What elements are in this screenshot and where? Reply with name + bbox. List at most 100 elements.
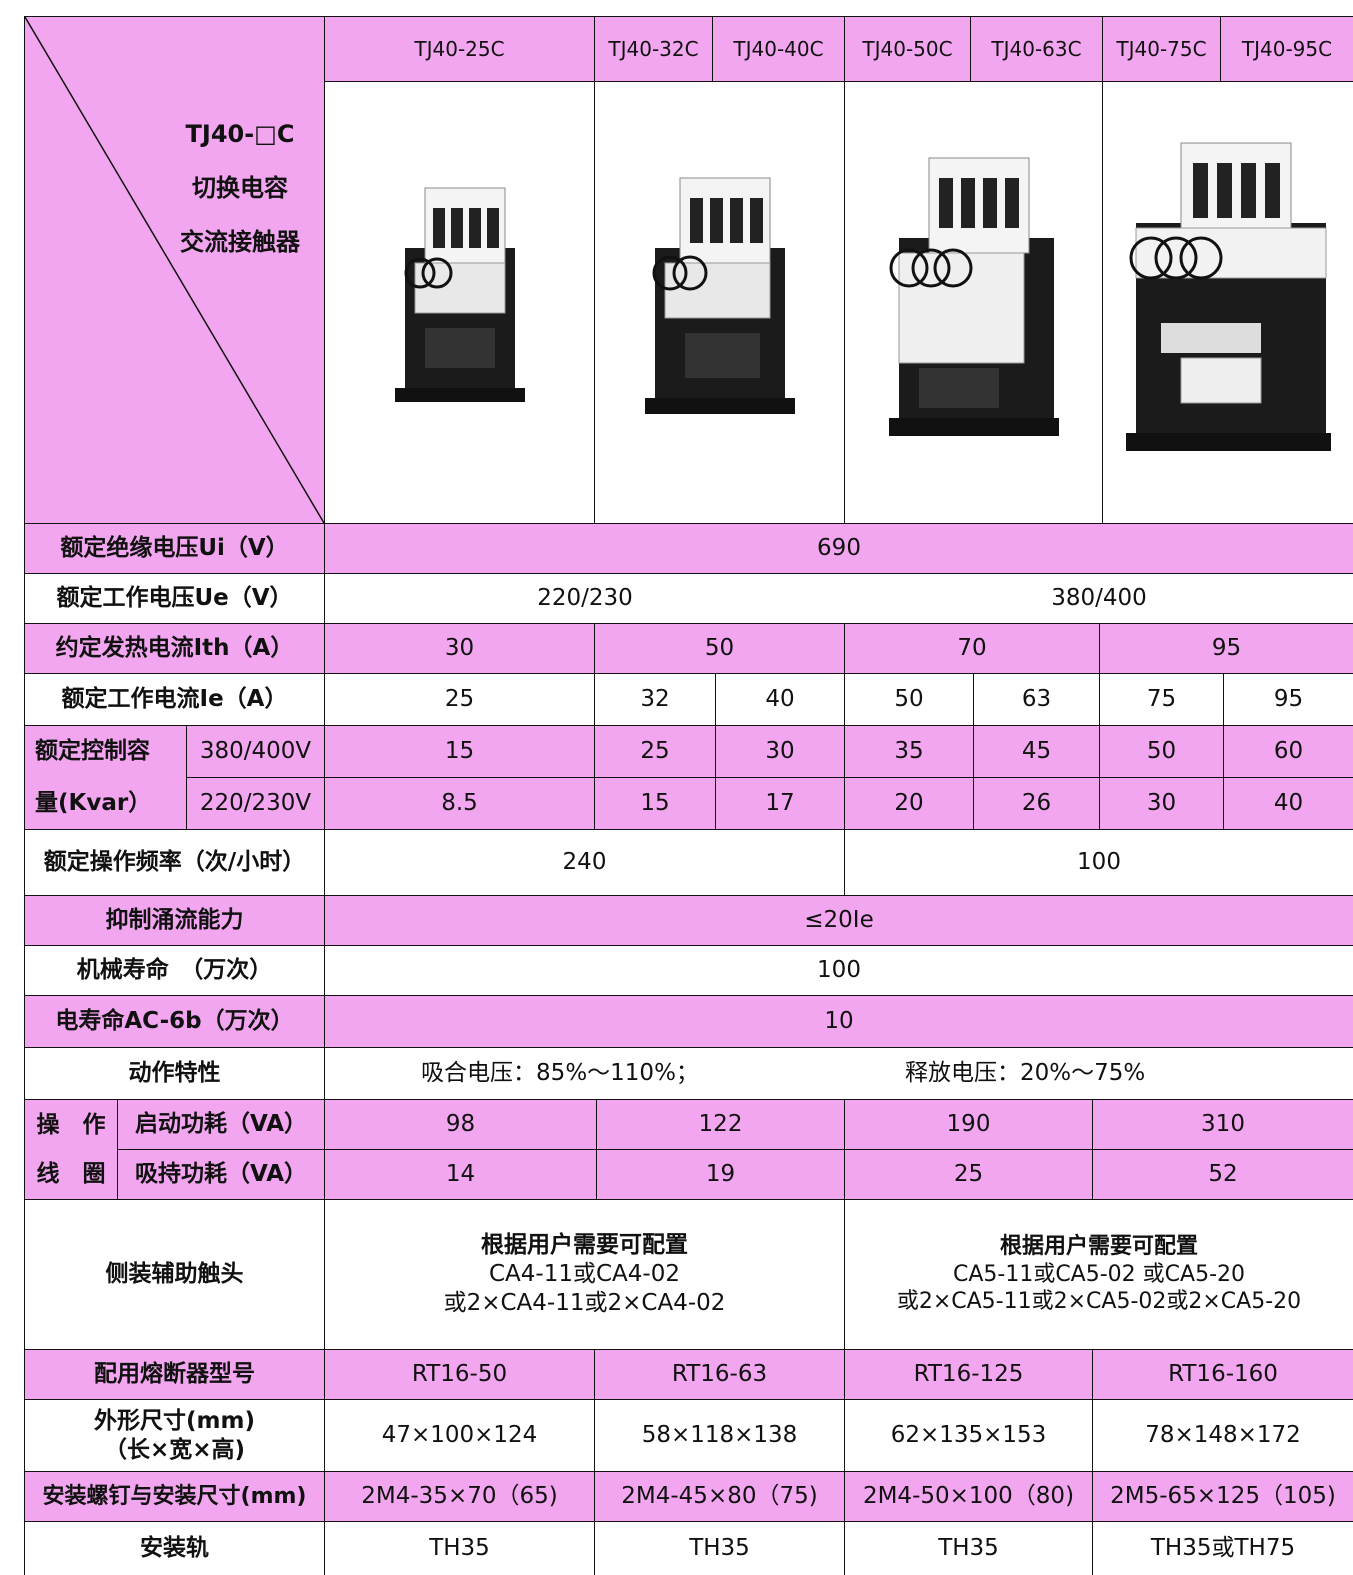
value-hold-power-2: 19	[597, 1150, 845, 1200]
value-electrical-life: 10	[325, 996, 1353, 1048]
corner-diagonal-line	[25, 17, 325, 524]
value-kvar-380-6: 50	[1100, 726, 1224, 778]
value-start-power-2: 122	[597, 1100, 845, 1150]
value-thermal-current-2: 50	[595, 624, 845, 674]
value-kvar-380-2: 25	[595, 726, 716, 778]
label-aux-contacts: 侧装辅助触头	[24, 1200, 325, 1350]
value-operating-current-2: 32	[595, 674, 716, 726]
label-operating-voltage: 额定工作电压Ue（V）	[24, 574, 325, 624]
label-kvar-380: 380/400V	[187, 726, 325, 778]
value-kvar-380-3: 30	[716, 726, 845, 778]
value-mounting-rail-2: TH35	[595, 1522, 845, 1575]
label-kvar-220: 220/230V	[187, 778, 325, 830]
value-kvar-220-2: 15	[595, 778, 716, 830]
label-dimensions: 外形尺寸(mm) （长×宽×高)	[24, 1400, 325, 1472]
label-thermal-current: 约定发热电流Ith（A）	[24, 624, 325, 674]
value-inrush-suppression: ≤20Ie	[325, 896, 1353, 946]
model-header-40c: TJ40-40C	[713, 16, 845, 82]
value-fuse-3: RT16-125	[845, 1350, 1093, 1400]
value-pickup-voltage: 吸合电压：85%～110%；	[325, 1048, 795, 1100]
value-dimensions-4: 78×148×172	[1093, 1400, 1353, 1472]
photo-cell-50c-63c	[845, 82, 1103, 524]
value-start-power-1: 98	[325, 1100, 597, 1150]
corner-title-line-3: 交流接触器	[180, 228, 300, 256]
value-kvar-380-1: 15	[325, 726, 595, 778]
value-operating-frequency-2: 100	[845, 830, 1353, 896]
label-start-power: 启动功耗（VA）	[118, 1100, 325, 1150]
value-operating-voltage-high: 380/400	[845, 574, 1353, 624]
value-kvar-220-7: 40	[1224, 778, 1353, 830]
value-mounting-rail-4: TH35或TH75	[1093, 1522, 1353, 1575]
contactor-image-32c-40c	[644, 177, 795, 414]
value-hold-power-3: 25	[845, 1150, 1093, 1200]
label-operating-frequency: 额定操作频率（次/小时）	[24, 830, 325, 896]
value-dimensions-1: 47×100×124	[325, 1400, 595, 1472]
value-kvar-220-1: 8.5	[325, 778, 595, 830]
value-kvar-220-5: 26	[974, 778, 1100, 830]
label-mounting-rail: 安装轨	[24, 1522, 325, 1575]
value-hold-power-4: 52	[1093, 1150, 1353, 1200]
aux-right-line-2: CA5-11或CA5-02 或CA5-20	[952, 1261, 1246, 1287]
value-mounting-rail-3: TH35	[845, 1522, 1093, 1575]
photo-cell-32c-40c	[595, 82, 845, 524]
label-insulation-voltage: 额定绝缘电压Ui（V）	[24, 524, 325, 574]
value-operating-current-1: 25	[325, 674, 595, 726]
label-inrush-suppression: 抑制涌流能力	[24, 896, 325, 946]
photo-cell-25c	[325, 82, 595, 524]
value-mechanical-life: 100	[325, 946, 1353, 996]
value-kvar-220-6: 30	[1100, 778, 1224, 830]
corner-title: TJ40-□C 切换电容 交流接触器	[155, 107, 325, 269]
aux-right-line-3: 或2×CA5-11或2×CA5-02或2×CA5-20	[896, 1289, 1302, 1315]
corner-title-line-1: TJ40-□C	[185, 120, 295, 148]
label-control-capacity-line-1: 额定控制容	[35, 738, 150, 765]
contactor-image-50c-63c	[888, 157, 1059, 436]
value-mounting-screws-4: 2M5-65×125（105)	[1093, 1472, 1353, 1522]
label-operating-current: 额定工作电流Ie（A）	[24, 674, 325, 726]
spec-table: TJ40-□C 切换电容 交流接触器 主 要 性 能 TJ40-25C TJ40…	[24, 16, 1353, 1575]
value-fuse-1: RT16-50	[325, 1350, 595, 1400]
aux-left-line-1: 根据用户需要可配置	[481, 1232, 688, 1259]
value-operating-current-5: 63	[974, 674, 1100, 726]
label-mounting-screws: 安装螺钉与安装尺寸(mm)	[24, 1472, 325, 1522]
label-dimensions-line-1: 外形尺寸(mm)	[94, 1407, 255, 1434]
value-operating-voltage-low: 220/230	[325, 574, 845, 624]
corner-header: TJ40-□C 切换电容 交流接触器 主 要 性 能	[24, 16, 325, 720]
value-aux-contacts-left: 根据用户需要可配置 CA4-11或CA4-02 或2×CA4-11或2×CA4-…	[325, 1200, 845, 1350]
label-coil-a: 操 作	[24, 1100, 118, 1150]
value-dimensions-3: 62×135×153	[845, 1400, 1093, 1472]
value-thermal-current-3: 70	[845, 624, 1100, 674]
value-kvar-380-7: 60	[1224, 726, 1353, 778]
model-header-50c: TJ40-50C	[845, 16, 971, 82]
label-control-capacity: 额定控制容 量(Kvar）	[24, 726, 187, 830]
value-fuse-2: RT16-63	[595, 1350, 845, 1400]
value-kvar-220-4: 20	[845, 778, 974, 830]
value-start-power-4: 310	[1093, 1100, 1353, 1150]
label-dimensions-line-2: （长×宽×高)	[103, 1436, 246, 1463]
value-kvar-380-5: 45	[974, 726, 1100, 778]
label-action-characteristics: 动作特性	[24, 1048, 325, 1100]
model-header-95c: TJ40-95C	[1221, 16, 1353, 82]
value-release-voltage: 释放电压：20%～75%	[795, 1048, 1353, 1100]
label-control-capacity-line-2: 量(Kvar）	[35, 789, 152, 816]
value-mounting-screws-2: 2M4-45×80（75)	[595, 1472, 845, 1522]
value-operating-frequency-1: 240	[325, 830, 845, 896]
value-fuse-4: RT16-160	[1093, 1350, 1353, 1400]
corner-title-line-2: 切换电容	[192, 174, 288, 202]
value-operating-current-6: 75	[1100, 674, 1224, 726]
contactor-image-25c	[394, 187, 525, 402]
label-electrical-life: 电寿命AC-6b（万次）	[24, 996, 325, 1048]
value-hold-power-1: 14	[325, 1150, 597, 1200]
value-aux-contacts-right: 根据用户需要可配置 CA5-11或CA5-02 或CA5-20 或2×CA5-1…	[845, 1200, 1353, 1350]
value-operating-current-7: 95	[1224, 674, 1353, 726]
aux-left-line-3: 或2×CA4-11或2×CA4-02	[443, 1289, 726, 1316]
value-operating-current-3: 40	[716, 674, 845, 726]
label-mechanical-life: 机械寿命 （万次）	[24, 946, 325, 996]
value-dimensions-2: 58×118×138	[595, 1400, 845, 1472]
label-hold-power: 吸持功耗（VA）	[118, 1150, 325, 1200]
value-operating-current-4: 50	[845, 674, 974, 726]
value-mounting-screws-1: 2M4-35×70（65)	[325, 1472, 595, 1522]
model-header-32c: TJ40-32C	[595, 16, 713, 82]
label-coil-b: 线 圈	[24, 1150, 118, 1200]
aux-right-line-1: 根据用户需要可配置	[999, 1234, 1198, 1260]
value-kvar-380-4: 35	[845, 726, 974, 778]
